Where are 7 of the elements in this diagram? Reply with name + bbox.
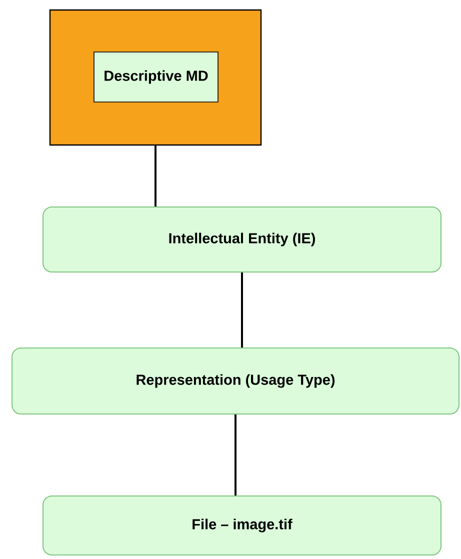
connector-line: [234, 414, 236, 496]
connector-line: [241, 272, 243, 348]
process-box: File – image.tif: [42, 496, 442, 556]
process-box: Intellectual Entity (IE): [42, 206, 442, 272]
process-box: Representation (Usage Type): [12, 348, 460, 414]
connector-line: [154, 146, 156, 206]
label-box: Descriptive MD: [94, 52, 218, 102]
